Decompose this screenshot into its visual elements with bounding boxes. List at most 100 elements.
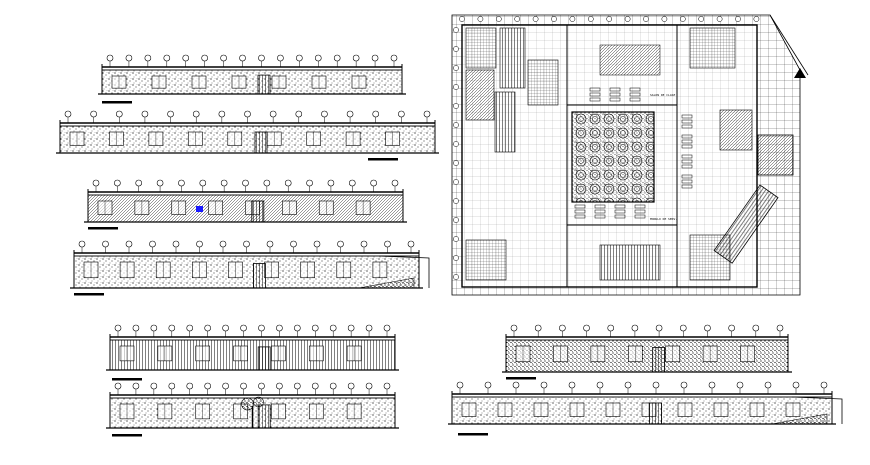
axis-bubble xyxy=(512,381,520,389)
axis-bubble xyxy=(163,54,171,62)
axis-bubble xyxy=(383,324,391,332)
axis-bubble xyxy=(244,110,251,118)
axis-bubble xyxy=(196,240,203,248)
desk xyxy=(614,204,626,209)
axis-bubble xyxy=(311,324,319,332)
ramp xyxy=(771,413,828,425)
axis-bubble xyxy=(327,179,335,187)
axis-bubble xyxy=(182,54,190,62)
axis-bubble xyxy=(764,381,772,389)
axis-bubble xyxy=(240,382,247,390)
axis-bubble xyxy=(360,240,368,248)
desk xyxy=(681,114,693,119)
axis-bubble xyxy=(391,179,399,187)
desk xyxy=(574,209,586,214)
axis-bubble xyxy=(329,382,337,390)
axis-bubble xyxy=(551,16,557,22)
axis-bubble xyxy=(371,54,379,62)
axis-bubble xyxy=(453,122,459,128)
scale-bar xyxy=(506,377,536,380)
axis-bubble xyxy=(596,381,604,389)
desk-rows xyxy=(574,87,693,219)
axis-bubble xyxy=(792,381,800,389)
scale-bar xyxy=(102,101,132,104)
axis-bubbles xyxy=(453,16,760,280)
axis-bubble xyxy=(495,16,502,22)
desk xyxy=(629,87,641,92)
desk xyxy=(681,134,693,139)
desk xyxy=(609,97,621,102)
axis-bubble xyxy=(290,240,297,248)
axis-bubble xyxy=(569,16,576,22)
axis-bubble xyxy=(820,381,828,389)
axis-bubble xyxy=(114,382,122,390)
axis-bubble xyxy=(220,179,228,187)
axis-bubble xyxy=(90,110,97,118)
desk xyxy=(589,97,601,102)
desk xyxy=(634,209,646,214)
axis-bubble xyxy=(607,324,615,332)
axis-bubble xyxy=(333,54,341,62)
axis-bubble xyxy=(149,240,156,248)
desk xyxy=(681,184,693,189)
axis-bubble xyxy=(296,54,303,62)
north-arrow-icon xyxy=(794,68,806,78)
axis-bubble xyxy=(144,54,152,62)
axis-bubble xyxy=(661,16,668,22)
desk xyxy=(629,92,641,97)
axis-bubble xyxy=(269,110,277,118)
tree-icon xyxy=(241,397,254,411)
axis-bubble xyxy=(540,381,548,389)
axis-bubble xyxy=(306,179,313,187)
desk xyxy=(681,174,693,179)
axis-bubble xyxy=(384,240,391,248)
axis-bubble xyxy=(698,16,705,22)
axis-bubble xyxy=(125,240,133,248)
highlight-marker xyxy=(196,206,203,212)
axis-bubble xyxy=(294,324,301,332)
canopy xyxy=(791,396,843,424)
desk xyxy=(634,214,646,219)
axis-bubble xyxy=(624,16,631,22)
axis-bubble xyxy=(347,382,355,390)
axis-bubble xyxy=(78,240,86,248)
axis-bubble xyxy=(132,324,140,332)
axis-bubble xyxy=(115,110,123,118)
axis-bubble xyxy=(156,179,164,187)
door-opening xyxy=(252,263,266,289)
east-ramp-stair xyxy=(713,184,779,264)
axis-bubble xyxy=(178,179,185,187)
elevation-6 xyxy=(106,382,399,437)
axis-bubble xyxy=(311,382,319,390)
room-label-classroom: SALON DE CLASE xyxy=(650,93,675,97)
axis-bubble xyxy=(753,16,760,22)
desk xyxy=(681,124,693,129)
door-opening xyxy=(257,404,271,429)
axis-bubble xyxy=(243,240,250,248)
axis-bubble xyxy=(477,16,484,22)
scale-bar xyxy=(112,378,142,381)
axis-bubble xyxy=(352,54,360,62)
axis-bubble xyxy=(776,324,784,332)
axis-bubble xyxy=(106,54,114,62)
site-boundary-line xyxy=(769,14,809,76)
axis-bubble xyxy=(186,382,194,390)
axis-bubble xyxy=(141,110,149,118)
desk xyxy=(594,209,606,214)
axis-bubble xyxy=(735,16,741,22)
west-wing xyxy=(461,24,568,288)
axis-bubble xyxy=(192,110,200,118)
east-wing xyxy=(676,24,758,288)
axis-bubble xyxy=(276,382,283,390)
axis-bubble xyxy=(407,240,415,248)
door-opening xyxy=(649,402,662,425)
axis-bubble xyxy=(168,324,176,332)
axis-bubble xyxy=(453,198,459,204)
desk xyxy=(681,179,693,184)
axis-bubble xyxy=(347,324,355,332)
axis-bubble xyxy=(398,110,405,118)
axis-bubble xyxy=(258,324,265,332)
axis-bubble xyxy=(220,54,227,62)
scale-bar xyxy=(458,433,488,436)
